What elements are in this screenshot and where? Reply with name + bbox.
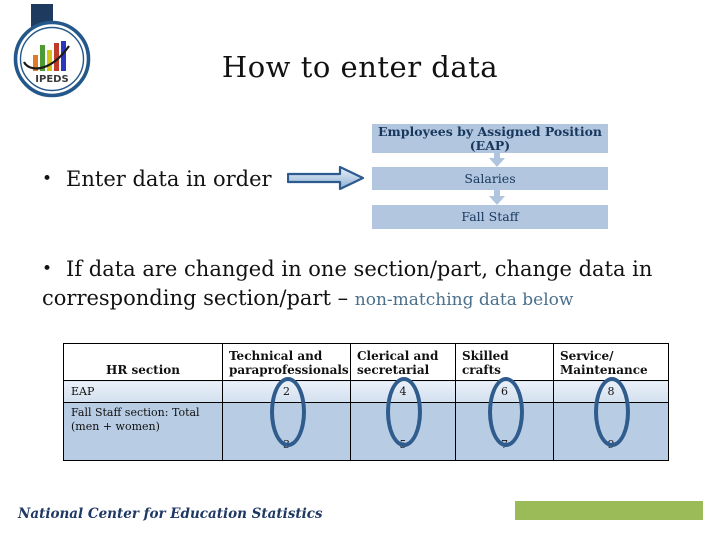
bullet-change-data: If data are changed in one section/part,…: [42, 256, 704, 314]
flow-box-eap: Employees by Assigned Position (EAP): [372, 124, 608, 153]
down-arrow-icon: [489, 152, 505, 167]
col-header-hr-section: HR section: [63, 343, 223, 381]
down-arrow-icon: [489, 190, 505, 205]
bullet-text: Enter data in order: [66, 167, 272, 191]
footer-text: National Center for Education Statistics: [18, 506, 323, 522]
circle-annotation-icon: [386, 377, 422, 447]
table-row-eap: EAP 2 4 6 8: [63, 380, 669, 403]
col-header-skilled-crafts: Skilled crafts: [455, 343, 554, 381]
row-label: Fall Staff section: Total (men + women): [63, 402, 223, 461]
circle-annotation-icon: [594, 377, 630, 447]
col-header-clerical: Clerical and secretarial: [350, 343, 456, 381]
bullet-text: If data are changed in one section/part,…: [42, 257, 653, 310]
slide-title: How to enter data: [221, 50, 499, 84]
ipeds-logo-icon: IPEDS: [12, 19, 92, 99]
circle-annotation-icon: [270, 377, 306, 447]
right-arrow-icon: [286, 165, 365, 191]
table-header-row: HR section Technical and paraprofessiona…: [63, 343, 669, 381]
flow-box-fall-staff: Fall Staff: [372, 205, 608, 229]
bullet-enter-data: Enter data in order: [42, 166, 272, 195]
col-header-technical: Technical and paraprofessionals: [222, 343, 351, 381]
row-label: EAP: [63, 380, 223, 403]
flow-box-salaries: Salaries: [372, 167, 608, 190]
col-header-service-maintenance: Service/ Maintenance: [553, 343, 669, 381]
ipeds-logo-text: IPEDS: [35, 74, 68, 85]
hr-data-table: HR section Technical and paraprofessiona…: [63, 343, 669, 461]
green-bar-decoration: [515, 501, 703, 520]
bullet-highlight-text: non-matching data below: [354, 290, 574, 310]
table-row-fall-staff: Fall Staff section: Total (men + women) …: [63, 402, 669, 461]
circle-annotation-icon: [488, 377, 524, 447]
